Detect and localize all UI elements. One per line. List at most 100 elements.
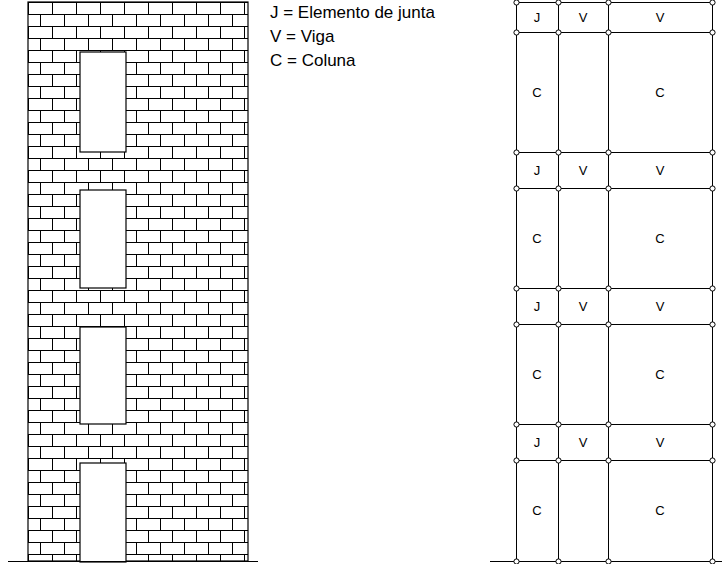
node-dot — [606, 322, 611, 327]
window-opening — [80, 52, 126, 152]
window-opening — [80, 327, 126, 424]
column-element: C — [609, 33, 711, 151]
element-letter: C — [532, 367, 541, 382]
node-dot — [710, 0, 715, 5]
element-letter: V — [656, 163, 665, 178]
grid-line — [712, 2, 713, 561]
element-letter: V — [579, 163, 588, 178]
element-letter: C — [655, 85, 664, 100]
beam-element: V — [559, 425, 607, 459]
ground-line — [8, 561, 258, 562]
node-dot — [556, 30, 561, 35]
element-letter: J — [534, 163, 541, 178]
joint-element: J — [517, 153, 557, 187]
beam-element: V — [559, 289, 607, 323]
node-dot — [556, 422, 561, 427]
node-dot — [710, 559, 715, 564]
grid-line — [608, 2, 609, 561]
grid-line — [516, 188, 712, 189]
node-dot — [556, 458, 561, 463]
element-letter: C — [532, 231, 541, 246]
node-dot — [514, 0, 519, 5]
element-letter: V — [579, 435, 588, 450]
node-dot — [710, 322, 715, 327]
column-element: C — [609, 461, 711, 560]
key-text: C = Coluna — [270, 51, 356, 71]
node-dot — [514, 30, 519, 35]
grid-line — [516, 424, 712, 425]
grid-line — [516, 460, 712, 461]
node-dot — [514, 286, 519, 291]
element-letter: V — [656, 10, 665, 25]
node-dot — [514, 458, 519, 463]
node-dot — [710, 286, 715, 291]
beam-element: V — [559, 153, 607, 187]
node-dot — [556, 150, 561, 155]
node-dot — [556, 322, 561, 327]
grid-line — [558, 2, 559, 561]
column-element: C — [609, 325, 711, 423]
element-letter: J — [534, 435, 541, 450]
beam-element: V — [609, 153, 711, 187]
key-text: V = Viga — [270, 27, 334, 47]
beam-element: V — [609, 3, 711, 31]
element-letter: V — [656, 299, 665, 314]
node-dot — [606, 422, 611, 427]
node-dot — [514, 559, 519, 564]
node-dot — [710, 30, 715, 35]
node-dot — [606, 0, 611, 5]
node-dot — [606, 186, 611, 191]
element-letter: V — [579, 10, 588, 25]
node-dot — [514, 422, 519, 427]
node-dot — [556, 286, 561, 291]
joint-element: J — [517, 3, 557, 31]
node-dot — [606, 286, 611, 291]
key-text: J = Elemento de junta — [270, 3, 435, 23]
column-element: C — [517, 325, 557, 423]
node-dot — [606, 559, 611, 564]
beam-element: V — [559, 3, 607, 31]
element-letter: J — [534, 10, 541, 25]
door-opening — [80, 463, 126, 562]
node-dot — [556, 186, 561, 191]
element-letter: C — [655, 231, 664, 246]
node-dot — [606, 458, 611, 463]
column-element: C — [517, 461, 557, 560]
node-dot — [606, 30, 611, 35]
grid-line — [516, 561, 712, 562]
joint-element: J — [517, 289, 557, 323]
element-letter: V — [656, 435, 665, 450]
node-dot — [556, 0, 561, 5]
grid-line — [516, 2, 517, 561]
node-dot — [710, 422, 715, 427]
grid-line — [516, 2, 712, 3]
element-letter: C — [532, 503, 541, 518]
window-opening — [80, 190, 126, 288]
beam-element: V — [609, 289, 711, 323]
frame-grid — [514, 0, 715, 564]
element-letter: V — [579, 299, 588, 314]
node-dot — [514, 150, 519, 155]
node-dot — [710, 186, 715, 191]
beam-element: V — [609, 425, 711, 459]
element-letter: J — [534, 299, 541, 314]
column-element: C — [517, 33, 557, 151]
node-dot — [710, 458, 715, 463]
grid-line — [516, 288, 712, 289]
grid-line — [516, 324, 712, 325]
grid-line — [516, 152, 712, 153]
brick-wall — [28, 2, 248, 561]
node-dot — [606, 150, 611, 155]
node-dot — [556, 559, 561, 564]
element-letter: C — [532, 85, 541, 100]
node-dot — [514, 322, 519, 327]
joint-element: J — [517, 425, 557, 459]
element-letter: C — [655, 367, 664, 382]
element-letter: C — [655, 503, 664, 518]
column-element: C — [517, 189, 557, 287]
column-element: C — [609, 189, 711, 287]
node-dot — [710, 150, 715, 155]
node-dot — [514, 186, 519, 191]
grid-line — [516, 32, 712, 33]
